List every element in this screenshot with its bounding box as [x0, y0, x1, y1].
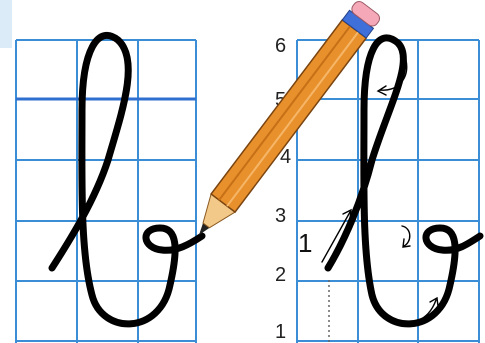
row-label: 6 [275, 35, 286, 57]
pencil-body [211, 20, 366, 212]
corner-tint [0, 0, 12, 48]
row-label: 1 [275, 321, 286, 343]
row-label: 2 [275, 264, 286, 286]
row-labels: 6 5 4 3 2 1 [275, 35, 291, 343]
row-label: 3 [275, 205, 286, 227]
step-number: 1 [298, 228, 312, 258]
